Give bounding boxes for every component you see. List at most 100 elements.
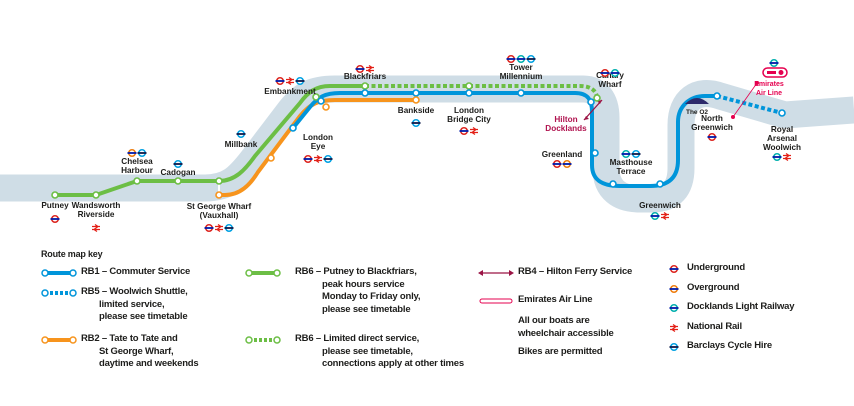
key-mode-ug: Underground [668,262,745,275]
key-rb6-limited: RB6 – Limited direct service,please see … [245,333,464,371]
cycle-icon [173,159,183,169]
pier-node[interactable] [289,124,297,132]
key-mode-nr: National Rail [668,321,742,334]
pier-node[interactable] [656,180,664,188]
pier-node[interactable] [267,154,275,162]
pier-node[interactable] [609,180,617,188]
key-rb6-label: RB6 – Putney to Blackfriars,peak hours s… [295,266,421,315]
key-mode-dlr: Docklands Light Railway [668,301,795,314]
cycle-icon [224,223,234,233]
nr-icon [215,224,223,232]
nr-icon [92,224,100,232]
pier-node[interactable] [317,97,325,105]
station-label[interactable]: Bankside [398,106,435,115]
station-label[interactable]: Greenwich [639,201,681,210]
cycle-icon [526,54,536,64]
pier-node[interactable] [593,94,601,102]
pier-node[interactable] [322,103,330,111]
rb4-arrowheads [584,100,602,120]
station-label[interactable]: Embankment [264,87,316,96]
pier-node[interactable] [412,89,420,97]
pier-node[interactable] [517,89,525,97]
key-mode-label: National Rail [687,320,742,332]
cycle-icon [631,149,641,159]
key-rb1: RB1 – Commuter Service [41,266,190,279]
key-rb4: RB4 – Hilton Ferry Service [478,266,632,279]
station-label[interactable]: Greenland [542,150,583,159]
station-label[interactable]: Cadogan [160,168,195,177]
key-rb6-limited-label: RB6 – Limited direct service,please see … [295,333,464,369]
nr-icon [670,323,678,332]
og-icon [669,284,679,293]
station-label[interactable]: Putney [41,201,69,210]
pier-node[interactable] [215,191,223,199]
pier-node[interactable] [778,109,786,117]
pier-node[interactable] [312,93,320,101]
key-air-line: Emirates Air Line [478,294,593,307]
pier-node[interactable] [133,177,141,185]
ug-icon [355,64,365,74]
station-label[interactable]: Millbank [225,140,258,149]
rb4-swatch [478,270,514,276]
key-rb4-label: RB4 – Hilton Ferry Service [518,266,633,277]
key-rb1-label: RB1 – Commuter Service [81,266,191,277]
pier-node[interactable] [465,89,473,97]
key-title: Route map key [41,249,103,259]
pier-node[interactable] [92,191,100,199]
rb1-swatch [41,269,77,277]
station-label[interactable]: The O2 [686,109,708,116]
station-label[interactable]: St George Wharf(Vauxhall) [187,202,252,220]
cycle-icon [411,118,421,128]
rb6-limited-swatch [245,336,281,344]
pier-node[interactable] [465,82,473,90]
cycle-icon [669,342,679,352]
key-rb6: RB6 – Putney to Blackfriars,peak hours s… [245,266,421,316]
pier-node[interactable] [361,82,369,90]
route-rb1-line [291,91,717,188]
dlr-icon [772,152,782,162]
air-line-swatch [479,298,513,304]
key-air-line-label: Emirates Air Line [518,294,593,305]
the-o2-icon [685,98,709,104]
key-mode-label: Docklands Light Railway [687,301,795,312]
ug-icon [552,159,562,169]
dlr-icon [669,303,679,313]
pier-node[interactable] [51,191,59,199]
pier-node[interactable] [713,92,721,100]
pier-node[interactable] [591,149,599,157]
pier-node[interactable] [361,89,369,97]
dlr-icon [610,68,620,78]
pier-node[interactable] [174,177,182,185]
emirates-air-line [732,82,758,118]
dlr-icon [769,58,779,68]
ug-icon [275,76,285,86]
ug-icon [459,126,469,136]
route-rb4-hilton-ferry [583,99,603,121]
key-mode-cycle: Barclays Cycle Hire [668,340,772,353]
dlr-icon [650,211,660,221]
cycle-icon [236,129,246,139]
pier-node[interactable] [587,98,595,106]
pier-node[interactable] [412,96,420,104]
key-mode-label: Underground [687,262,745,273]
station-label[interactable]: Blackfriars [344,72,387,81]
cycle-icon [295,76,305,86]
nr-icon [366,65,374,73]
key-mode-label: Overground [687,281,740,293]
pier-node[interactable] [215,177,223,185]
dlr-icon [516,54,526,64]
